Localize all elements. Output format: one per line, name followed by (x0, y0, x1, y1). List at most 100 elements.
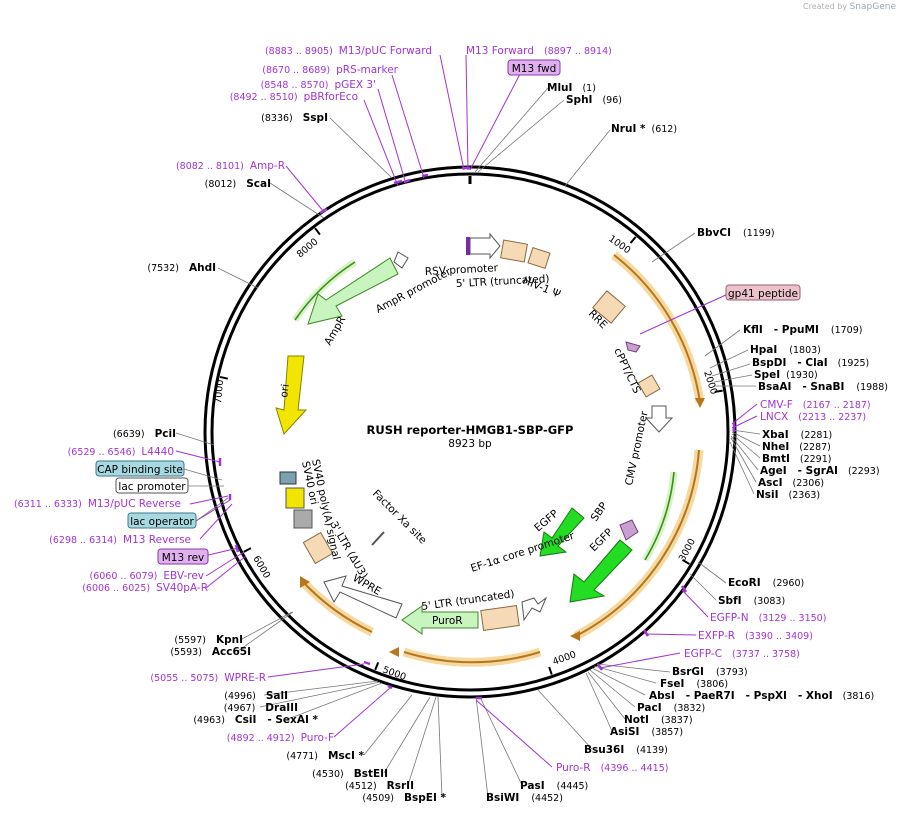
site-pcii: (6639)PciI (113, 428, 176, 440)
box-m13-rev: M13 rev (162, 552, 205, 564)
map-size: 8923 bp (448, 438, 492, 450)
primer-egfp-c: EGFP-C(3737 .. 3758) (684, 648, 800, 660)
tick-label-5000: 5000 (381, 664, 407, 683)
site-sphi: SphI(96) (566, 94, 622, 106)
primer-prs-marker: (8670 .. 8689)pRS-marker (262, 64, 398, 76)
site-bsiwi: BsiWI(4452) (486, 792, 563, 804)
primer-m13-forward: M13 Forward(8897 .. 8914) (466, 45, 612, 57)
primer-pbrforeco: (8492 .. 8510)pBRforEco (230, 91, 358, 103)
site-acc65i: (5593)Acc65I (170, 646, 251, 658)
primer-wpre-r: (5055 .. 5075)WPRE-R (150, 672, 266, 684)
tick-mark (219, 375, 229, 380)
primer-marks (218, 166, 736, 700)
enzyme-labels-right: MluI(1) SphI(96) NruI *(612) BbvCI(1199)… (486, 82, 888, 804)
label-cmv-promoter: CMV promoter (623, 409, 651, 486)
site-xbai: XbaI(2281) (762, 429, 832, 441)
box-lac-promoter: lac promoter (118, 481, 186, 493)
primer-pgex3: (8548 .. 8570)pGEX 3' (261, 79, 376, 91)
rsv-primer-mark (466, 237, 470, 255)
site-draiii: (4967)DraIII (224, 702, 298, 714)
site-bsu36i: Bsu36I(4139) (584, 744, 668, 756)
box-m13-fwd: M13 fwd (512, 63, 557, 75)
box-gp41: gp41 peptide (728, 288, 798, 300)
site-bsrgi: BsrGI(3793) (672, 666, 748, 678)
site-noti: NotI(3837) (624, 714, 693, 726)
site-asci: AscI(2306) (758, 477, 824, 489)
site-nsii: NsiI(2363) (756, 489, 820, 501)
site-bbvci: BbvCI(1199) (697, 227, 775, 239)
enzyme-labels-left: (8336)SspI (8012)ScaI (7532)AhdI (6639)P… (113, 112, 447, 804)
tick-mark (629, 236, 637, 244)
arc-arrowheads (300, 398, 705, 657)
box-cap-binding: CAP binding site (97, 464, 183, 476)
site-agei-sgrai: AgeI - SgrAI(2293) (760, 465, 880, 477)
tick-mark (681, 559, 690, 565)
leader-lines (175, 87, 761, 798)
site-kfli-ppumi: KflI - PpuMI(1709) (743, 324, 862, 336)
site-bspdi-clai: BspDI - ClaI(1925) (752, 357, 869, 369)
site-pasi: PasI(4445) (520, 780, 588, 792)
site-sali: (4996)SalI (224, 690, 288, 702)
label-5ltr-top: 5' LTR (truncated) (456, 273, 550, 290)
site-sbfi: SbfI(3083) (718, 595, 785, 607)
site-kpni: (5597)KpnI (174, 634, 243, 646)
site-bspei: (4509)BspEI * (362, 792, 446, 804)
tick-mark (374, 662, 380, 671)
site-nhei: NheI(2287) (762, 441, 831, 453)
site-mlui: MluI(1) (547, 82, 596, 94)
primer-puro-r: Puro-R(4396 .. 4415) (556, 762, 668, 774)
tick-label-6000: 6000 (250, 554, 272, 580)
primer-amp-r: (8082 .. 8101)Amp-R (176, 160, 285, 172)
primer-m13-reverse: (6298 .. 6314)M13 Reverse (49, 534, 191, 546)
label-sbp: SBP (589, 500, 610, 523)
primer-sv40pa-r: (6006 .. 6025)SV40pA-R (82, 582, 208, 594)
label-ori: ori (278, 383, 292, 398)
site-sspi: (8336)SspI (261, 112, 328, 124)
tick-mark (714, 389, 723, 393)
tick-marks (219, 176, 723, 675)
site-nrui: NruI *(612) (611, 123, 677, 135)
tick-label-7000: 7000 (213, 379, 226, 404)
site-bsteii: (4530)BstEII (312, 768, 388, 780)
primer-leader-lines (175, 54, 758, 768)
site-paci: PacI(3832) (637, 702, 705, 714)
tick-mark (314, 227, 321, 236)
site-bmti: BmtI(2291) (762, 453, 831, 465)
backbone-inner (210, 172, 730, 692)
primer-exfp-r: EXFP-R(3390 .. 3409) (698, 630, 813, 642)
site-rsrii: (4512)RsrII (345, 780, 414, 792)
snapgene-logo: SnapGene (849, 2, 896, 12)
site-msci: (4771)MscI * (286, 750, 364, 762)
primer-m13puc-fwd: (8883 .. 8905)M13/pUC Forward (265, 45, 432, 57)
tick-label-2000: 2000 (701, 370, 719, 396)
label-cppt: cPPT/CTS (611, 346, 643, 396)
site-bsaai-snabi: BsaAI - SnaBI(1988) (758, 381, 888, 393)
primer-l4440: (6529 .. 6546)L4440 (68, 446, 174, 458)
inner-features (275, 232, 674, 635)
boxed-labels: M13 fwd gp41 peptide CAP binding site la… (95, 59, 801, 565)
tick-mark (548, 666, 553, 675)
site-fsei: FseI(3806) (660, 678, 728, 690)
box-lac-operator: lac operator (130, 516, 194, 528)
label-puror: PuroR (432, 615, 463, 627)
snapgene-watermark: Created by SnapGene (803, 2, 896, 12)
primer-ebv-rev: (6060 .. 6079)EBV-rev (90, 570, 205, 582)
site-asisi: AsiSI(3857) (610, 726, 683, 738)
label-rsv-promoter: RSV promoter (425, 262, 499, 278)
site-spei: SpeI(1930) (754, 369, 818, 381)
map-title: RUSH reporter-HMGB1-SBP-GFP (367, 423, 574, 437)
primer-puro-f: (4892 .. 4912)Puro-F (227, 732, 334, 744)
site-ahdi: (7532)AhdI (147, 262, 216, 274)
tick-label-1000: 1000 (606, 233, 632, 256)
site-csii-sexai: (4963)CsiI - SexAI * (193, 714, 318, 726)
site-hpai: HpaI(1803) (750, 344, 821, 356)
site-absi-group: AbsI - PaeR7I - PspXI - XhoI(3816) (649, 690, 874, 702)
primer-lncx: LNCX(2213 .. 2237) (760, 411, 866, 423)
label-egfp-1: EGFP (532, 508, 561, 535)
primer-egfp-n: EGFP-N(3129 .. 3150) (710, 612, 826, 624)
box-leaders (183, 468, 229, 522)
tick-label-4000: 4000 (551, 649, 577, 668)
tick-mark (243, 547, 252, 553)
site-ecori: EcoRI(2960) (728, 577, 804, 589)
